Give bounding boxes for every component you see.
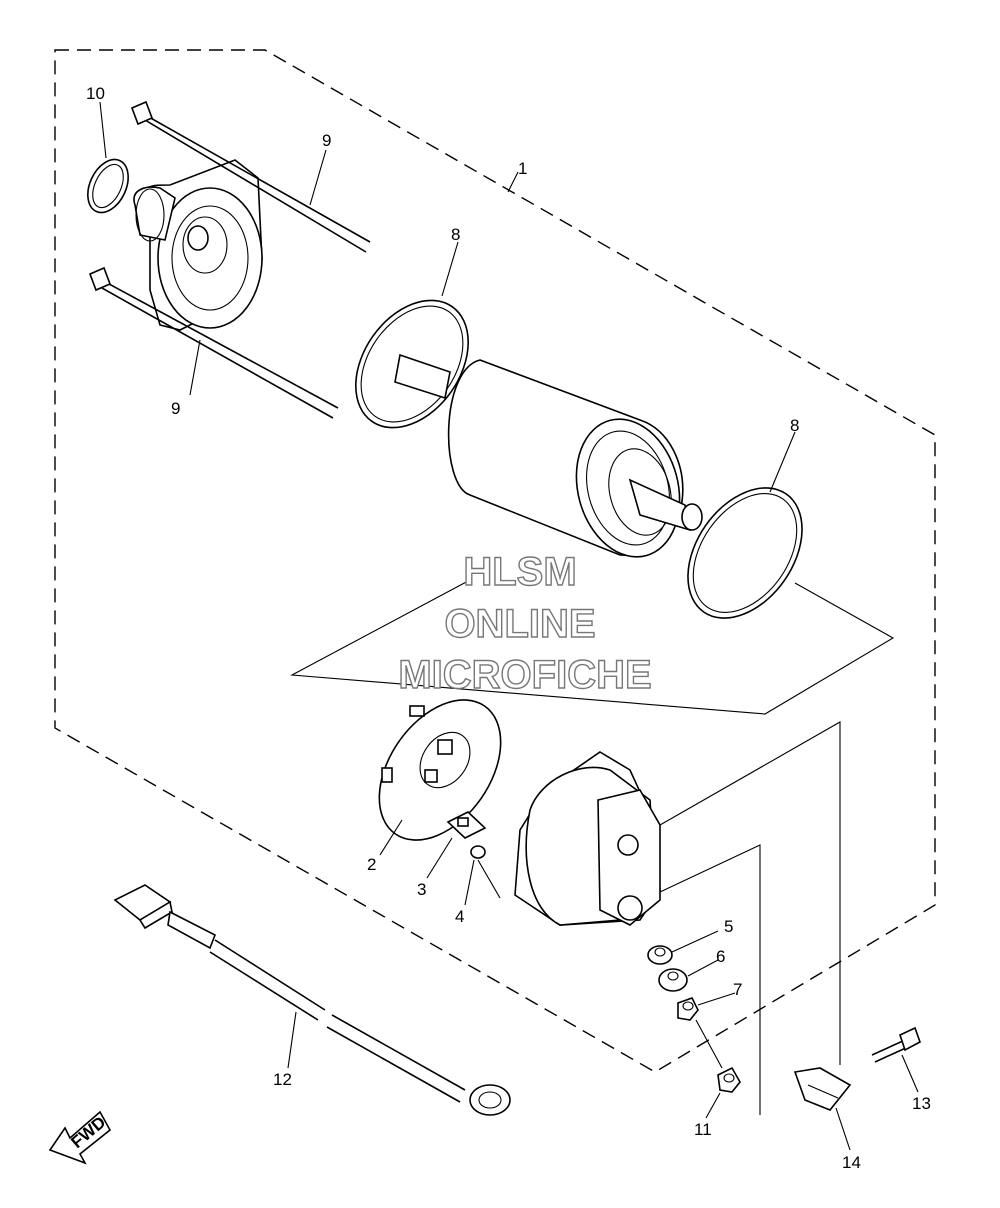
callout-1: 1 (518, 159, 527, 178)
callout-4: 4 (455, 907, 464, 926)
watermark-line1: HLSM (463, 550, 576, 594)
callout-3: 3 (417, 880, 426, 899)
group-outline-2 (659, 721, 841, 1115)
fwd-arrow-icon: FWD (48, 1110, 112, 1165)
o-ring-8-lower (687, 487, 803, 619)
callout-13: 13 (912, 1094, 931, 1113)
callout-7: 7 (733, 980, 742, 999)
watermark-line3: MICROFICHE (398, 653, 651, 697)
rear-cover (514, 751, 661, 926)
callout-11: 11 (694, 1120, 712, 1139)
callout-8-upper: 8 (451, 225, 460, 244)
callout-8-lower: 8 (790, 416, 799, 435)
watermark-line2: ONLINE (444, 602, 595, 646)
brush-3 (446, 811, 487, 839)
washer-6 (658, 968, 688, 992)
callout-6: 6 (716, 947, 725, 966)
callout-14: 14 (842, 1153, 861, 1172)
bolt-13 (871, 1026, 921, 1063)
leader-lines (99, 101, 919, 1151)
brush-holder-2 (378, 699, 502, 841)
starter-cable-12 (113, 884, 511, 1116)
nut-11 (717, 1066, 741, 1093)
washer-4 (470, 845, 486, 859)
callout-2: 2 (367, 855, 376, 874)
starter-yoke (394, 353, 703, 558)
callout-12: 12 (273, 1070, 292, 1089)
nut-7 (677, 997, 699, 1021)
clamp-14 (793, 1067, 852, 1111)
washer-5 (647, 945, 673, 965)
assembly-boundary (54, 49, 936, 1073)
front-cover (133, 159, 263, 331)
group-outline (290, 579, 895, 715)
callout-10: 10 (86, 84, 105, 103)
through-bolt-lower (88, 266, 339, 419)
callout-9-upper: 9 (322, 131, 331, 150)
o-ring-10 (87, 158, 129, 214)
callout-9-lower: 9 (171, 399, 180, 418)
through-bolt-upper (130, 100, 371, 253)
callout-5: 5 (724, 917, 733, 936)
